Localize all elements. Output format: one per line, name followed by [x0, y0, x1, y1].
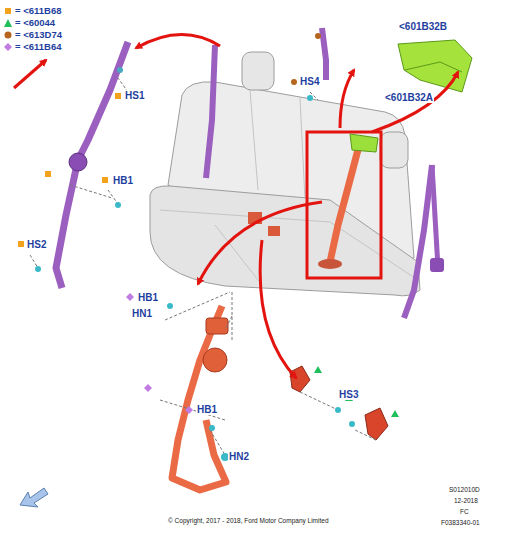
footer-note: FC — [459, 508, 470, 515]
footer-note: © Copyright, 2017 - 2018, Ford Motor Com… — [167, 517, 330, 524]
legend-swatch — [4, 43, 12, 51]
legend-text: = <611B68 — [15, 6, 62, 16]
callout-number: HN1 — [131, 308, 153, 319]
callout-number: HS1 — [124, 90, 145, 101]
footer-note: F0383340-01 — [440, 519, 481, 526]
legend-text: = <60044 — [15, 18, 55, 28]
callout-number: <601B32A — [384, 92, 434, 103]
callout-number: HS3 — [338, 389, 359, 400]
legend-row: = <611B64 — [4, 42, 62, 52]
legend-swatch — [4, 31, 12, 39]
legend-text: = <611B64 — [15, 42, 62, 52]
legend-row: = <613D74 — [4, 30, 62, 40]
legend-swatch — [4, 19, 12, 27]
callout-number: <601B32B — [398, 21, 448, 32]
footer-note: S012010D — [448, 486, 481, 493]
legend-row: = <611B68 — [4, 6, 62, 16]
callout-number: HB1 — [137, 292, 159, 303]
legend-swatch — [4, 7, 12, 15]
legend-row: = <60044 — [4, 18, 55, 28]
callout-number: HN2 — [228, 451, 250, 462]
footer-note: 12-2018 — [453, 497, 479, 504]
callout-number: HS4 — [299, 76, 320, 87]
legend-text: = <613D74 — [15, 30, 62, 40]
callout-number: HS2 — [26, 239, 47, 250]
callout-number: HB1 — [112, 175, 134, 186]
callout-number: HB1 — [196, 404, 218, 415]
